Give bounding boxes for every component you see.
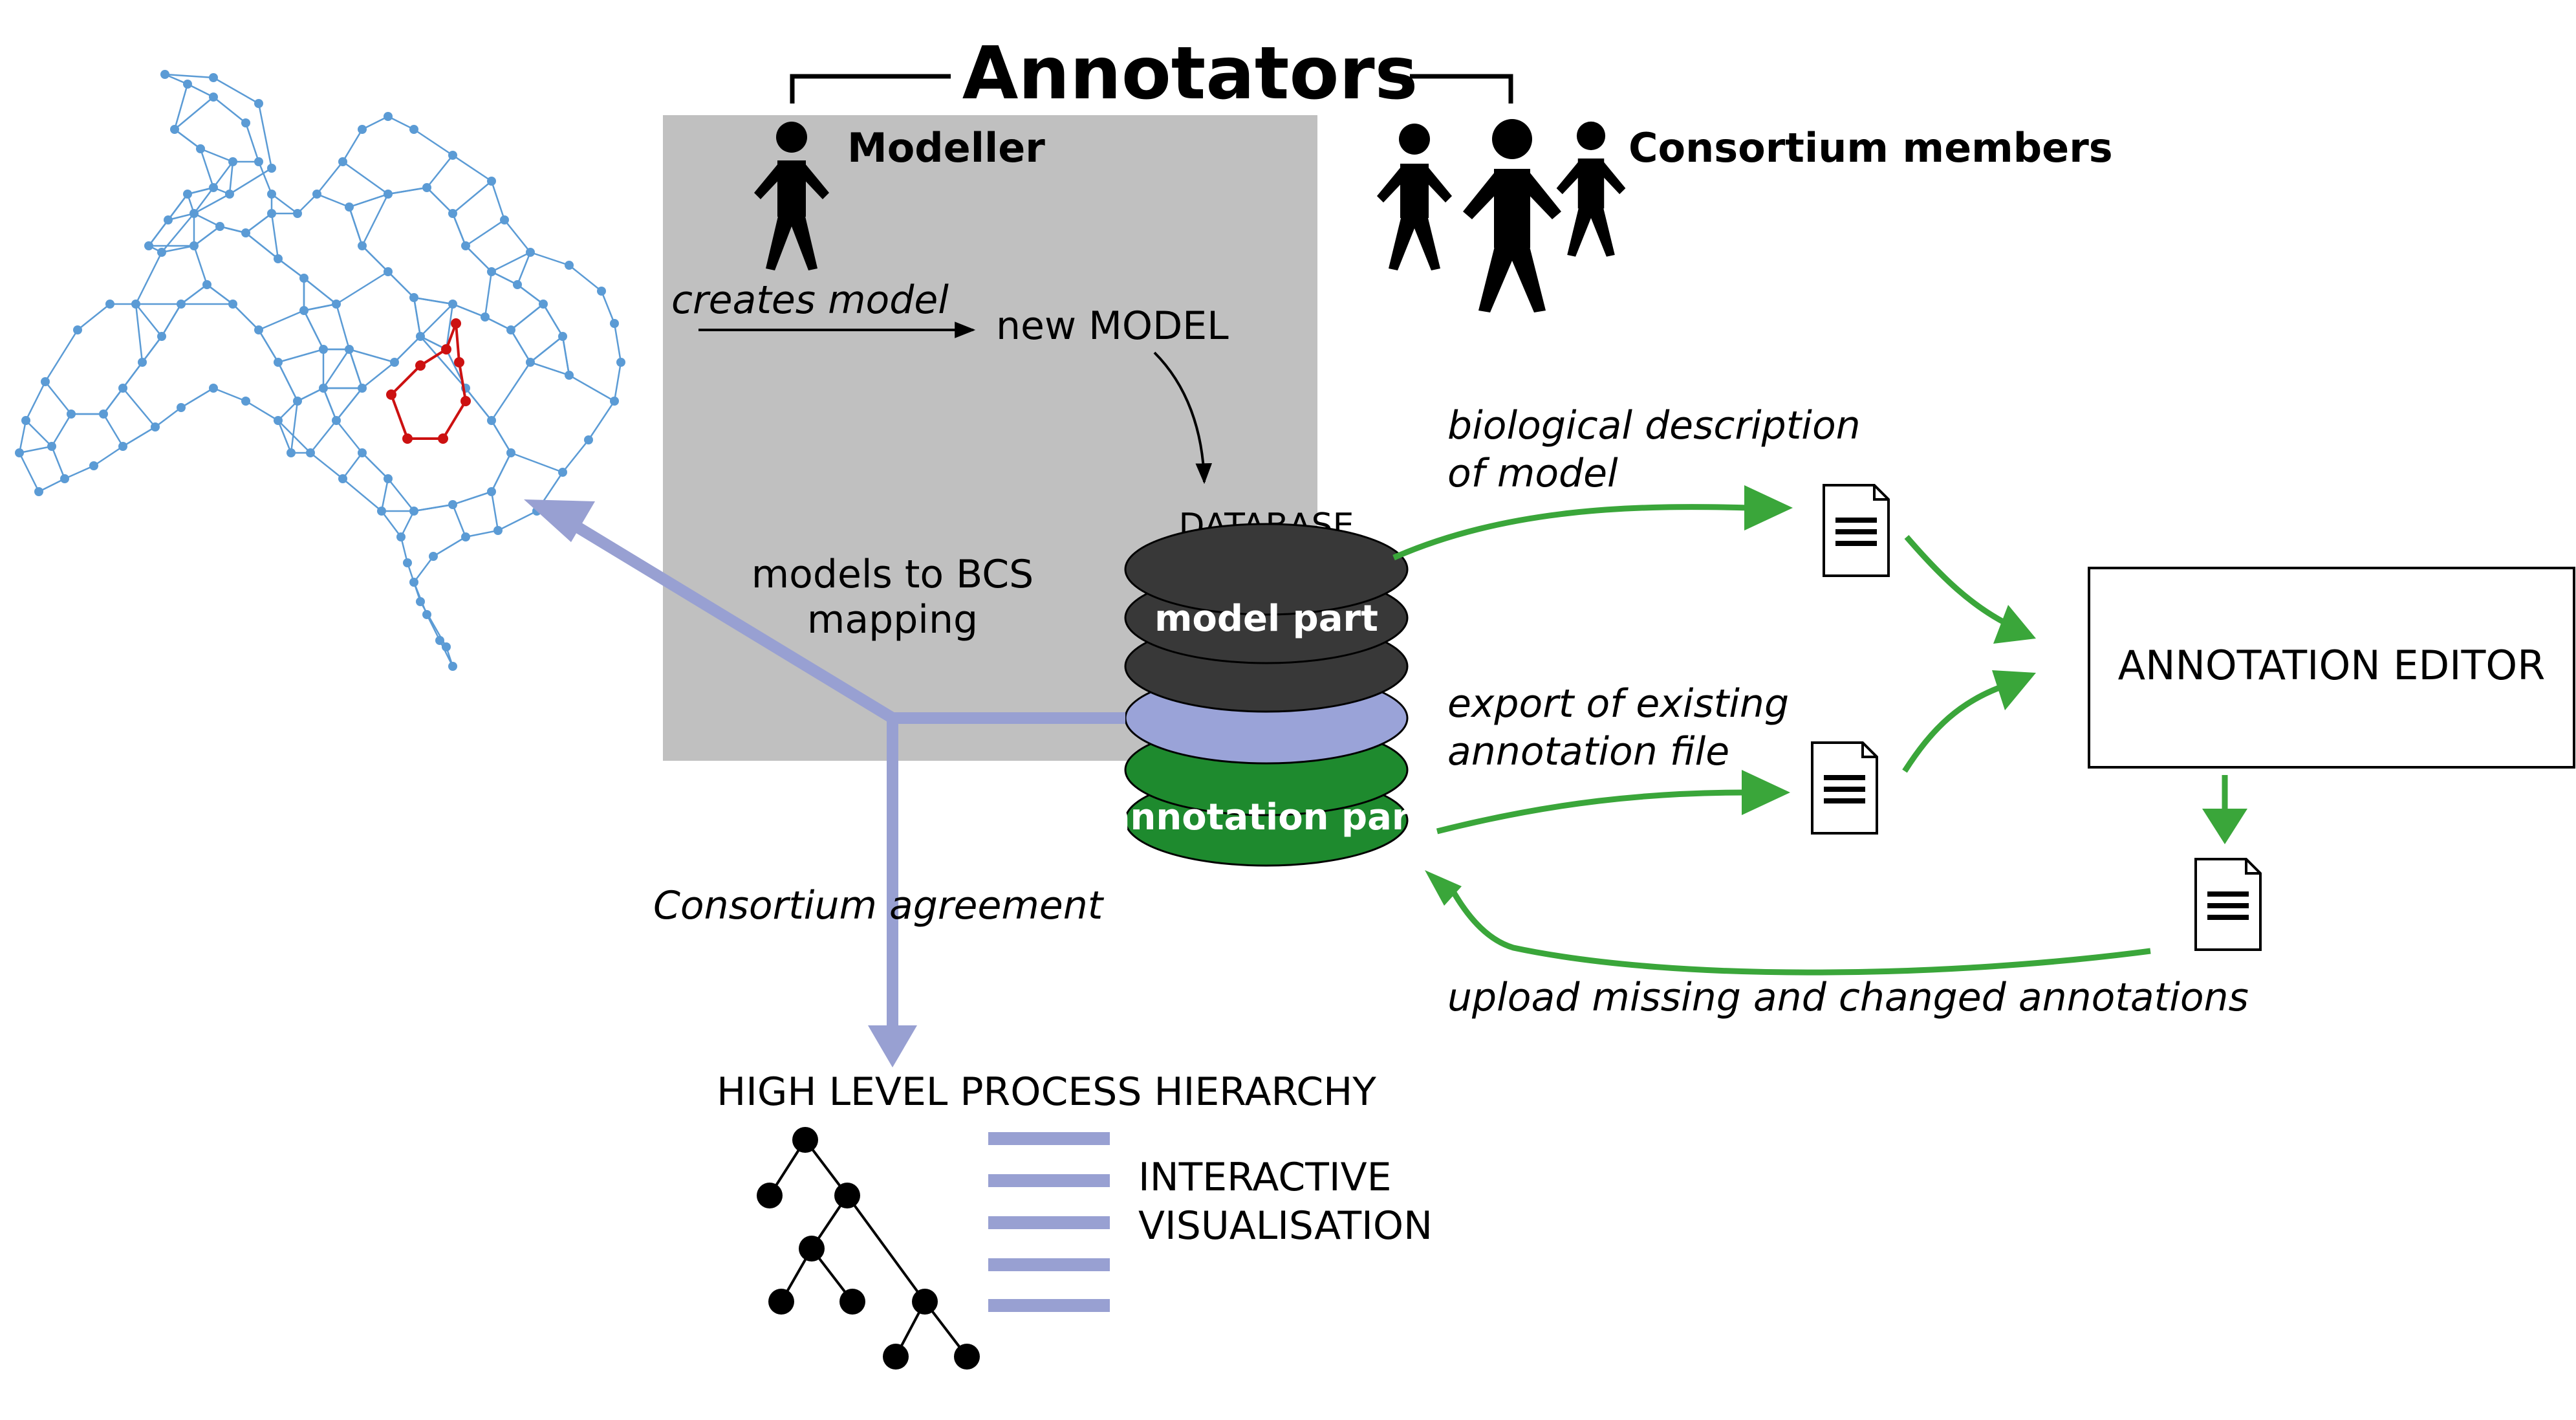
hierarchy-arrowhead-icon — [868, 1025, 917, 1067]
creates-model-label: creates model — [671, 278, 949, 323]
hierarchy-title: HIGH LEVEL PROCESS HIERARCHY — [717, 1069, 1376, 1115]
consortium-person-icon — [1377, 124, 1452, 270]
consortium-agreement-label: Consortium agreement — [653, 883, 1105, 928]
modeller-label: Modeller — [847, 124, 1045, 171]
bcs-mapping-line1: models to BCS — [752, 552, 1034, 597]
green-arrowheads — [1425, 485, 2247, 906]
annotation-editor-box — [2088, 567, 2575, 769]
annotators-title: Annotators — [962, 32, 1418, 116]
consortium-person-icon — [1463, 119, 1561, 312]
interactive-vis-line2: VISUALISATION — [1138, 1203, 1433, 1249]
document-icon — [1823, 484, 1890, 577]
tree-icon — [757, 1127, 980, 1370]
visualisation-list-icon — [988, 1132, 1110, 1312]
upload-missing-label: upload missing and changed annotations — [1447, 975, 2249, 1020]
document-icon — [1811, 741, 1878, 835]
database-icon — [1124, 523, 1409, 867]
document-icon — [2194, 858, 2262, 951]
bcs-mapping-lines — [569, 519, 1125, 1032]
bio-description-line2: of model — [1447, 451, 1618, 496]
consortium-person-icon — [1556, 121, 1626, 257]
bcs-arrowhead-icon — [524, 499, 595, 542]
export-existing-line2: annotation file — [1447, 729, 1729, 774]
annotators-bracket — [790, 74, 1513, 104]
consortium-label: Consortium members — [1629, 124, 2113, 171]
annotation-editor-label: ANNOTATION EDITOR — [2118, 642, 2546, 689]
modeller-person-icon — [754, 122, 829, 270]
bio-description-line1: biological description — [1447, 403, 1861, 448]
export-existing-line1: export of existing — [1447, 681, 1789, 726]
network-icon — [15, 70, 625, 671]
new-model-label: new MODEL — [996, 303, 1229, 349]
interactive-vis-line1: INTERACTIVE — [1138, 1155, 1392, 1200]
annotation-part-label: annotation part — [1106, 796, 1427, 838]
model-part-label: model part — [1154, 598, 1378, 640]
bcs-mapping-line2: mapping — [807, 597, 978, 642]
model-to-database-arrow — [1153, 351, 1213, 485]
